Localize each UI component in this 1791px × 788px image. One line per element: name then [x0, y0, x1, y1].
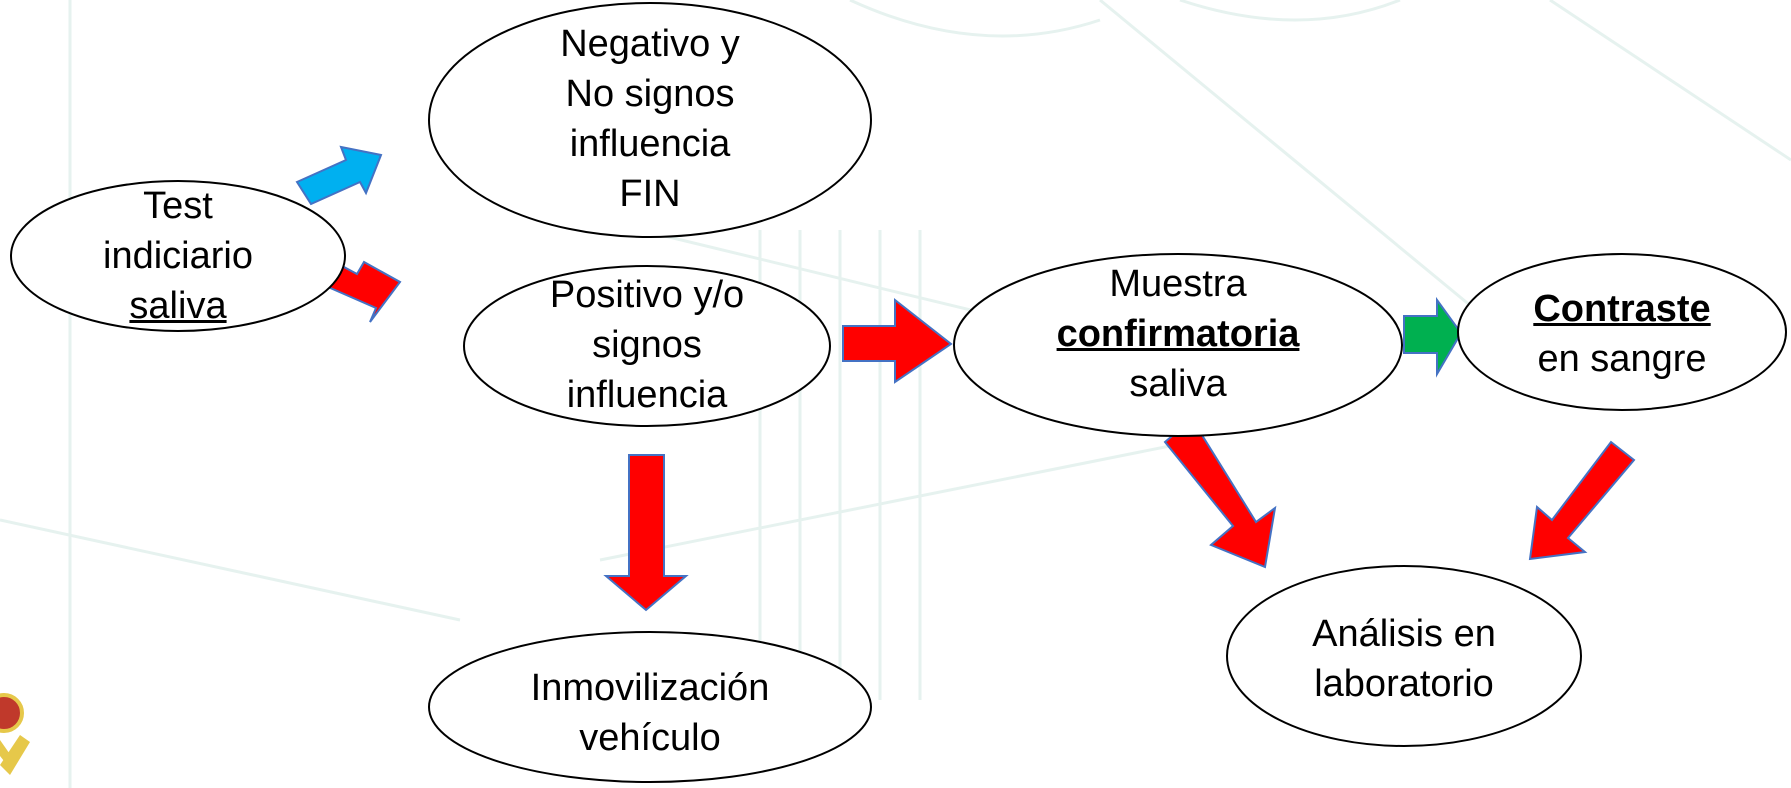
node-negativo-line-2: No signos [565, 73, 735, 115]
node-test-line-1: Test [143, 185, 213, 227]
node-inmovilizacion-ellipse [428, 631, 872, 783]
node-muestra-label: Muestra confirmatoria saliva [1028, 259, 1328, 409]
arrow-contraste-to-analisis [1528, 440, 1636, 561]
node-positivo-line-1: Positivo y/o [549, 274, 745, 316]
node-analisis-ellipse [1226, 565, 1582, 747]
node-inmovilizacion-label: Inmovilización vehículo [480, 663, 820, 763]
node-analisis-label: Análisis en laboratorio [1254, 609, 1554, 709]
node-negativo-line-1: Negativo y [560, 23, 740, 65]
node-negativo-line-4: FIN [619, 173, 681, 215]
arrow-muestra-to-contraste [1403, 296, 1463, 378]
node-muestra-ellipse [953, 253, 1403, 437]
arrow-test-to-negativo [295, 145, 383, 206]
node-contraste-line-2: en sangre [1537, 338, 1707, 380]
node-muestra-line-1: Muestra [1109, 263, 1247, 305]
node-contraste-ellipse [1457, 253, 1787, 411]
emblem-logo [0, 693, 30, 775]
node-negativo-label: Negativo y No signos influencia FIN [500, 19, 800, 219]
node-muestra-line-2: confirmatoria [1056, 313, 1300, 355]
arrow-positivo-to-muestra [842, 297, 953, 384]
node-positivo-line-3: influencia [566, 374, 728, 416]
node-analisis-line-1: Análisis en [1312, 613, 1496, 655]
arrow-positivo-to-inmovilizacion [603, 454, 689, 612]
node-test-label: Test indiciario saliva [28, 181, 328, 331]
node-positivo-line-2: signos [592, 324, 702, 366]
node-muestra-line-3: saliva [1129, 363, 1227, 405]
node-analisis-line-2: laboratorio [1314, 663, 1494, 705]
node-positivo-ellipse [463, 265, 831, 427]
node-contraste-label: Contraste en sangre [1482, 284, 1762, 384]
node-test-line-3: saliva [129, 285, 227, 327]
node-positivo-label: Positivo y/o signos influencia [497, 270, 797, 420]
arrow-muestra-to-analisis [1163, 417, 1277, 569]
node-test-ellipse [10, 180, 346, 332]
node-inmovilizacion-line-1: Inmovilización [530, 667, 770, 709]
node-inmovilizacion-line-2: vehículo [579, 717, 721, 759]
node-test-line-2: indiciario [103, 235, 253, 277]
node-negativo-line-3: influencia [569, 123, 731, 165]
node-negativo-ellipse [428, 2, 872, 238]
node-contraste-line-1: Contraste [1533, 288, 1711, 330]
